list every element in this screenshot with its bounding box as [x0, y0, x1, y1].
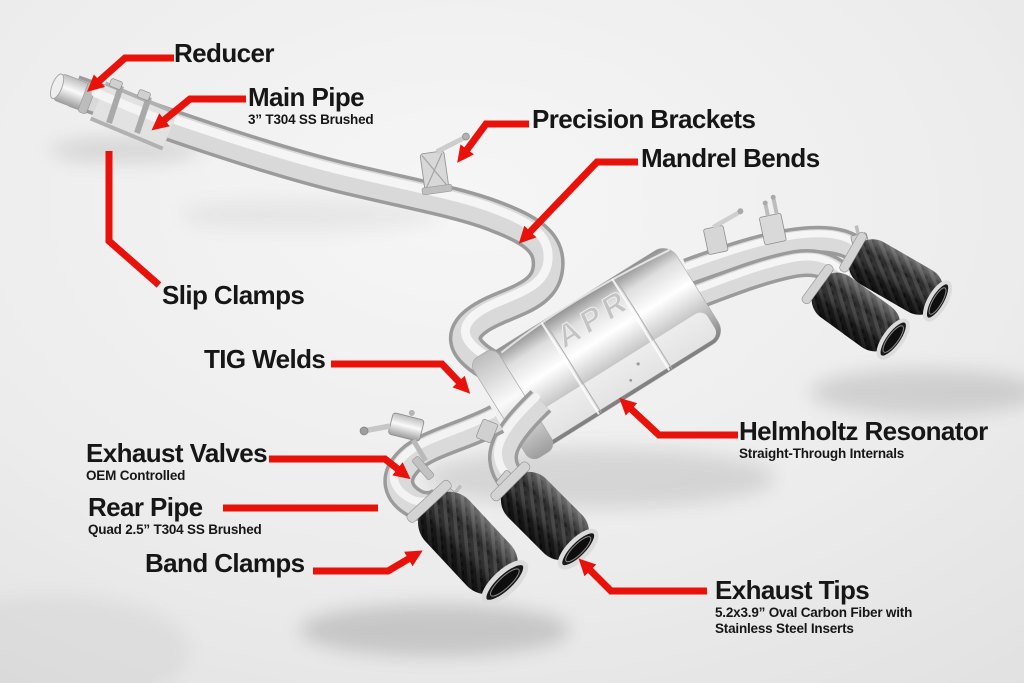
label-title: Mandrel Bends — [641, 143, 820, 173]
callout-line-exhaust-valves — [269, 455, 411, 480]
label-exhaust-tips: Exhaust Tips 5.2x3.9” Oval Carbon Fiber … — [715, 575, 913, 637]
callout-line-precision-brackets — [457, 120, 529, 163]
label-title: Band Clamps — [145, 548, 305, 578]
label-title: TIG Welds — [204, 344, 326, 374]
callout-line-reducer — [86, 54, 174, 92]
callout-line-exhaust-tips — [578, 558, 707, 595]
label-exhaust-valves: Exhaust Valves OEM Controlled — [86, 438, 268, 484]
callout-line-slip-clamps — [105, 151, 162, 288]
callout-line-tig-welds — [331, 360, 471, 394]
label-subtitle: 5.2x3.9” Oval Carbon Fiber with Stainles… — [715, 605, 913, 636]
callout-line-helmholtz-resonator — [619, 397, 738, 439]
callout-line-main-pipe — [151, 95, 246, 131]
label-title: Exhaust Tips — [715, 575, 870, 605]
precision-bracket-graphic — [419, 132, 470, 196]
label-slip-clamps: Slip Clamps — [162, 280, 305, 310]
exhaust-tip-right-upper — [839, 232, 953, 322]
label-title: Precision Brackets — [532, 104, 756, 134]
label-tig-welds: TIG Welds — [204, 344, 326, 374]
callout-lines — [86, 54, 738, 595]
label-title: Exhaust Valves — [86, 438, 268, 468]
valve-bracket-graphic — [476, 418, 498, 444]
exhaust-tip-rear-right — [490, 461, 599, 570]
label-rear-pipe: Rear Pipe Quad 2.5” T304 SS Brushed — [88, 492, 262, 538]
label-main-pipe: Main Pipe 3” T304 SS Brushed — [248, 82, 374, 128]
shadows — [0, 137, 1024, 683]
label-precision-brackets: Precision Brackets — [532, 104, 756, 134]
label-title: Helmholtz Resonator — [739, 416, 988, 446]
label-subtitle: OEM Controlled — [86, 468, 186, 483]
exhaust-tip-rear-left — [406, 479, 529, 605]
label-subtitle: 3” T304 SS Brushed — [248, 112, 374, 127]
callout-line-band-clamps — [313, 550, 423, 575]
label-title: Main Pipe — [248, 82, 365, 112]
label-title: Reducer — [174, 38, 274, 68]
exhaust-tip-right-lower — [801, 264, 910, 360]
callout-line-mandrel-bends — [518, 158, 638, 244]
label-title: Slip Clamps — [162, 280, 305, 310]
exhaust-valve-graphic — [359, 409, 435, 480]
label-subtitle: Straight-Through Internals — [739, 446, 905, 461]
label-title: Rear Pipe — [88, 492, 203, 522]
label-band-clamps: Band Clamps — [145, 548, 305, 578]
label-mandrel-bends: Mandrel Bends — [641, 143, 820, 173]
label-reducer: Reducer — [174, 38, 274, 68]
label-subtitle: Quad 2.5” T304 SS Brushed — [88, 522, 262, 537]
label-helmholtz-resonator: Helmholtz Resonator Straight-Through Int… — [739, 416, 988, 462]
